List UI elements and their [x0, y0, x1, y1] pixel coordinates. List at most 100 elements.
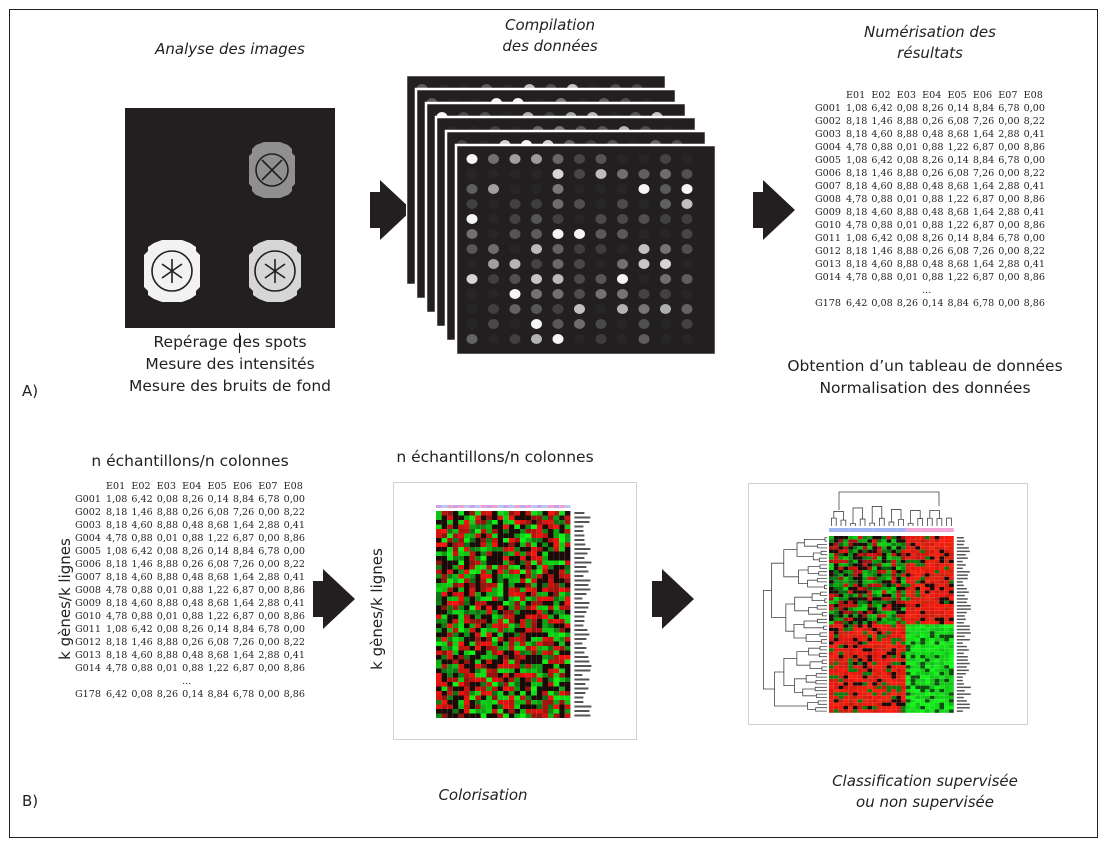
heatmap-cell — [886, 648, 892, 652]
heatmap-cell — [520, 713, 526, 718]
heatmap-cell — [944, 678, 949, 683]
heatmap-cell — [934, 695, 940, 700]
heatmap-cell — [896, 655, 901, 659]
heatmap-cell — [829, 675, 834, 679]
heatmap-cell — [441, 659, 448, 664]
gene-id: G014 — [815, 272, 841, 283]
heatmap-cell — [910, 549, 916, 553]
sample-tag — [503, 505, 509, 508]
heatmap-cell — [503, 637, 509, 642]
heatmap-cell — [949, 695, 954, 700]
heatmap-cell — [901, 699, 906, 703]
heatmap-cell — [531, 713, 537, 718]
heatmap-cell — [896, 668, 901, 672]
heatmap-cell — [833, 580, 839, 584]
heatmap-cell — [833, 692, 839, 696]
heatmap-cell — [853, 610, 858, 615]
heatmap-cell — [520, 691, 526, 696]
heatmap-cell — [542, 704, 548, 709]
heatmap-cell — [853, 685, 858, 689]
heatmap-cell — [934, 583, 940, 587]
table-cell: 8,68 — [947, 259, 969, 270]
heatmap-cell — [838, 644, 844, 649]
table-cell: 7,26 — [972, 246, 995, 257]
array-spot — [488, 259, 499, 269]
heatmap-cell — [525, 709, 532, 714]
heatmap-cell — [436, 605, 442, 610]
table-cell: 0,41 — [1023, 129, 1045, 140]
heatmap-cell — [925, 672, 930, 676]
heatmap-cell — [925, 692, 930, 696]
column-header: E02 — [871, 90, 891, 101]
sample-tag — [548, 505, 554, 508]
heatmap-cell — [925, 661, 930, 666]
heatmap-cell — [469, 551, 476, 556]
heatmap-cell — [475, 542, 481, 547]
heatmap-cell — [508, 673, 515, 678]
heatmap-cell — [886, 600, 892, 604]
heatmap-cell — [949, 536, 954, 540]
heatmap-cell — [949, 604, 954, 608]
table-cell: 1,46 — [871, 116, 893, 127]
heatmap-cell — [939, 624, 945, 628]
heatmap-cell — [452, 596, 459, 601]
heatmap-cell — [853, 634, 858, 638]
heatmap-cell — [872, 644, 877, 649]
heatmap-cell — [475, 560, 481, 565]
heatmap-cell — [886, 587, 892, 591]
gene-label-mark — [956, 611, 967, 614]
heatmap-cell — [881, 668, 887, 672]
heatmap-cell — [475, 632, 481, 637]
heatmap-cell — [944, 559, 949, 564]
heatmap-cell — [559, 605, 565, 610]
heatmap-cell — [525, 592, 532, 597]
heatmap-cell — [475, 556, 481, 561]
heatmap-cell — [486, 574, 492, 579]
heatmap-cell — [886, 590, 892, 594]
heatmap-cell — [925, 651, 930, 655]
table-cell: 8,18 — [845, 129, 868, 140]
table-cell: 4,60 — [131, 520, 153, 531]
heatmap-cell — [508, 682, 515, 687]
heatmap-cell — [514, 583, 520, 588]
heatmap-cell — [553, 511, 560, 516]
heatmap-cell — [915, 682, 921, 686]
gene-id: G005 — [815, 155, 841, 166]
heatmap-cell — [441, 691, 448, 696]
heatmap-cell — [939, 644, 945, 649]
heatmap-cell — [896, 610, 901, 615]
heatmap-cell — [857, 573, 863, 577]
heatmap-cell — [531, 709, 537, 714]
table-cell: 6,08 — [947, 168, 969, 179]
heatmap-cell — [508, 578, 515, 583]
heatmap-cell — [475, 682, 481, 687]
heatmap-cell — [564, 682, 571, 687]
heatmap-cell — [925, 559, 930, 564]
heatmap-cell — [492, 542, 498, 547]
heatmap-cell — [829, 627, 834, 632]
heatmap-cell — [492, 668, 498, 673]
heatmap-cell — [862, 597, 868, 601]
heatmap-cell — [934, 638, 940, 642]
heatmap-cell — [833, 695, 839, 700]
heatmap-cell — [833, 566, 839, 570]
heatmap-cell — [910, 600, 916, 604]
table-cell: 6,42 — [105, 689, 128, 700]
gene-label-mark — [574, 548, 591, 550]
heatmap-cell — [469, 583, 476, 588]
table-cell: 8,86 — [1023, 194, 1045, 205]
sample-tag — [497, 505, 504, 508]
array-spot — [488, 169, 499, 179]
heatmap-cell — [564, 700, 571, 705]
heatmap-cell — [949, 631, 954, 635]
heatmap-cell — [447, 605, 453, 610]
heatmap-cell — [843, 604, 849, 608]
gene-label-mark — [956, 598, 968, 600]
heatmap-cell — [548, 650, 554, 655]
heatmap-cell — [486, 601, 492, 606]
table-cell: 8,22 — [283, 637, 305, 648]
heatmap-cell — [497, 619, 504, 624]
heatmap-cell — [436, 569, 442, 574]
heatmap-cell — [447, 664, 453, 669]
